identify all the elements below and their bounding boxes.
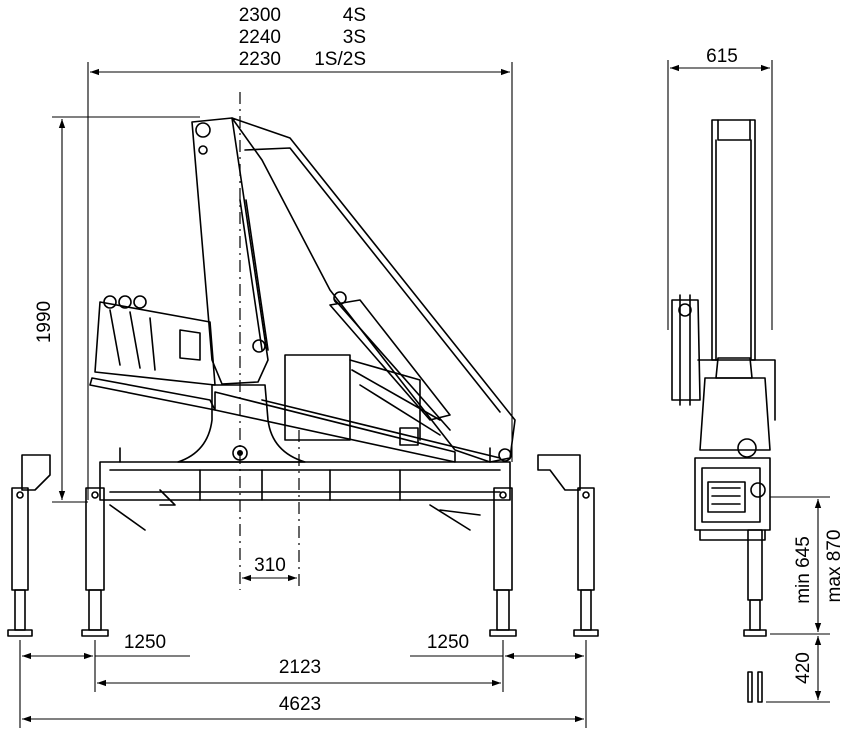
dim-foot-height: 420 xyxy=(793,652,814,684)
reach-dimension-labels: 2300 4S 2240 3S 2230 1S/2S xyxy=(239,5,366,70)
dim-total-span: 4623 xyxy=(279,694,321,715)
dim-leg-max: max 870 xyxy=(824,530,845,603)
dim-outreach-4s: 2300 xyxy=(239,5,281,26)
dim-outrigger-left: 1250 xyxy=(124,632,166,653)
dim-outreach-3s: 2240 xyxy=(239,27,281,48)
dim-config-1s2s: 1S/2S xyxy=(314,49,366,70)
crane-front-view xyxy=(89,92,516,590)
offset-dimension: 310 xyxy=(242,555,297,582)
dim-outreach-1s2s: 2230 xyxy=(239,49,281,70)
outrigger-right xyxy=(489,454,599,637)
dim-offset-center: 310 xyxy=(254,555,286,576)
dim-base-span: 2123 xyxy=(279,657,321,678)
dim-config-3s: 3S xyxy=(343,27,366,48)
reach-dimension-line xyxy=(87,62,513,500)
dim-outrigger-right: 1250 xyxy=(427,632,469,653)
crane-side-view: 615 min 645 max 870 4 xyxy=(667,46,845,703)
dim-leg-min: min 645 xyxy=(793,536,814,604)
height-dimension: 1990 xyxy=(34,116,200,503)
span-dimensions: 1250 1250 2123 4623 xyxy=(19,632,587,728)
dim-config-4s: 4S xyxy=(343,5,366,26)
dim-width-side: 615 xyxy=(706,46,738,67)
outrigger-left xyxy=(7,454,109,637)
dim-height-total: 1990 xyxy=(34,301,55,343)
